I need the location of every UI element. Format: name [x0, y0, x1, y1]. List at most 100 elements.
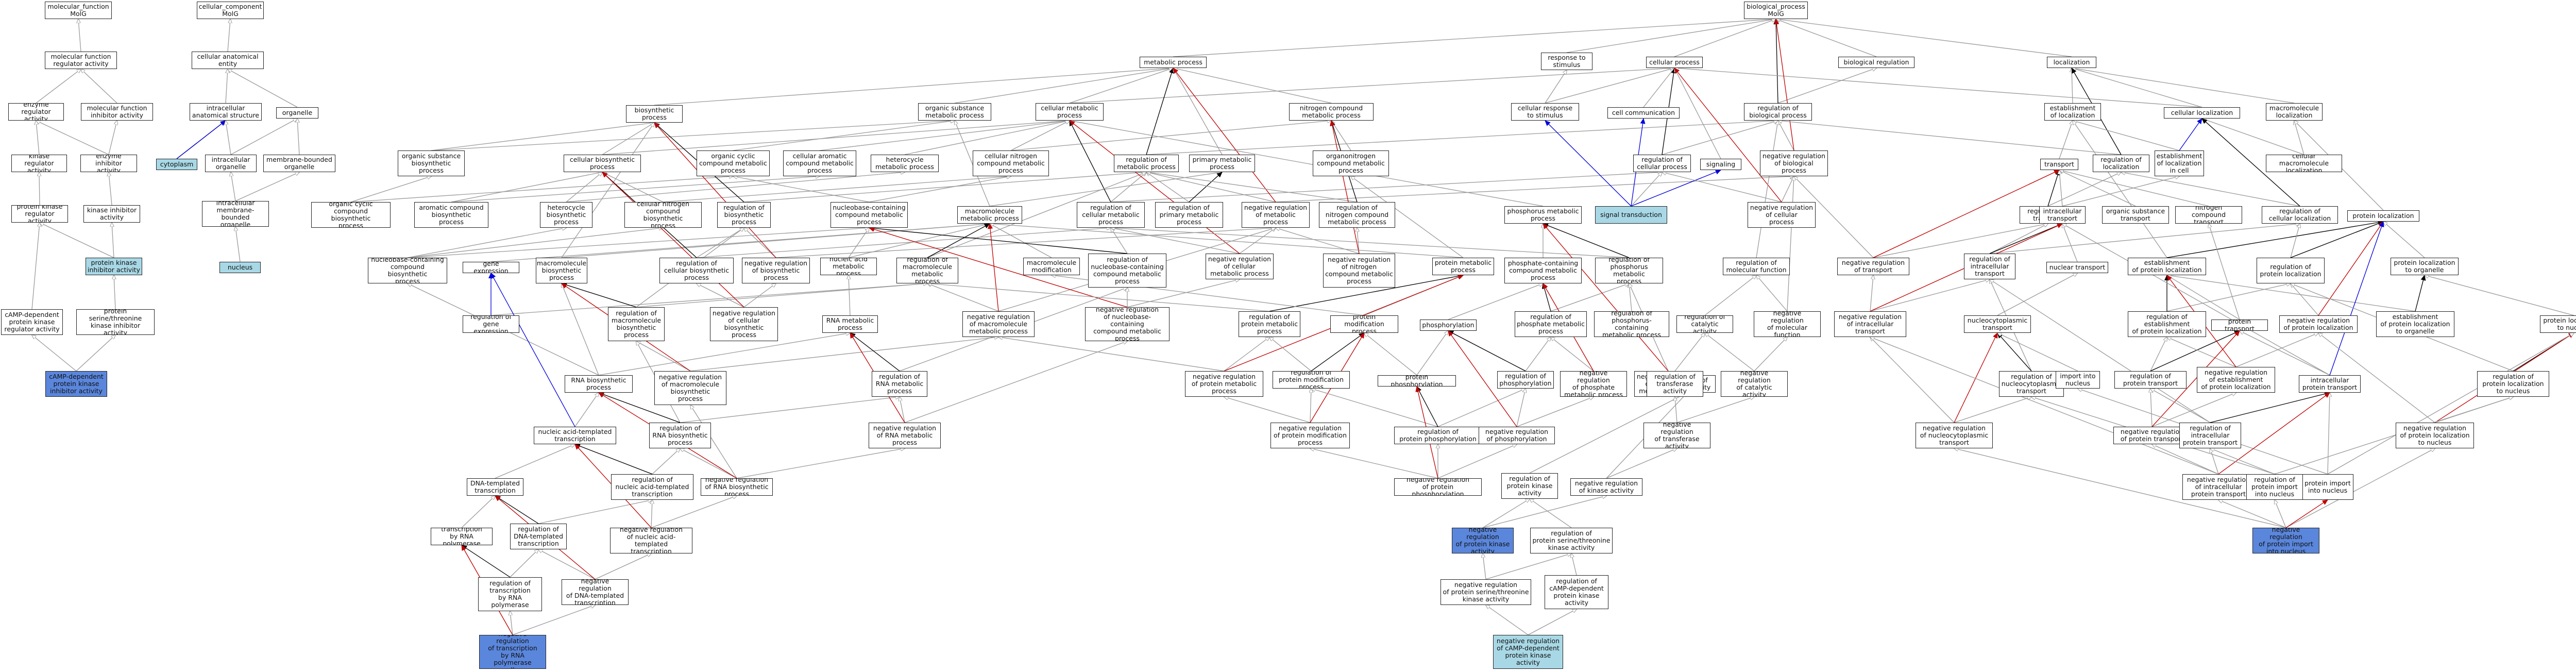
edge-is-a: [512, 605, 595, 635]
edge-is-a: [350, 176, 431, 203]
edge-is-a: [108, 121, 117, 155]
edge-is-a: [690, 405, 737, 479]
edge-is-a: [1794, 176, 1874, 258]
go-term-node: regulation of protein kinase activity: [1501, 473, 1558, 499]
edge-is-a: [990, 224, 1464, 258]
edge-is-a: [2062, 224, 2078, 262]
go-term-node: organic cyclic compound metabolic proces…: [697, 150, 770, 176]
go-term-node: metabolic process: [1140, 57, 1207, 68]
go-term-node: protein localization: [2347, 210, 2419, 222]
edge-is-a: [32, 335, 77, 372]
edge-is-a: [1756, 275, 1788, 312]
edge-is-a: [561, 224, 990, 258]
edge-is-a: [927, 283, 1270, 312]
edge-is-a: [407, 228, 663, 258]
edge-is-a: [654, 68, 1173, 106]
go-term-node: regulation of nucleocytoplasmic transpor…: [1999, 371, 2064, 397]
edge-is-a: [109, 172, 112, 206]
edge-is-a: [1310, 389, 1311, 423]
edge-negative: [1774, 19, 1794, 151]
edge-is-a: [566, 172, 905, 203]
edge-is-a: [1777, 68, 1876, 104]
edge-is-a: [2383, 222, 2425, 258]
go-term-node: negative regulation of phosphate metabol…: [1560, 371, 1627, 397]
edge-is-a: [900, 397, 905, 423]
edge-is-a: [1550, 283, 1629, 312]
edge-is-a: [407, 228, 566, 258]
go-term-node: cytoplasm: [156, 159, 197, 170]
edge-is-a: [1529, 393, 1687, 474]
edge-is-a: [490, 283, 927, 316]
edge-regulates: [1416, 386, 1438, 427]
edge-is-a: [1787, 176, 1794, 312]
edge-is-a: [495, 444, 575, 479]
edge-is-a: [78, 19, 81, 52]
go-term-node: macromolecule localization: [2266, 103, 2323, 121]
edge-regulates: [1146, 68, 1174, 155]
edge-is-a: [297, 119, 300, 155]
edge-is-a: [2294, 121, 2304, 155]
go-term-node: protein localization to nucleus: [2540, 315, 2576, 333]
edge-is-a: [2151, 393, 2236, 427]
edge-is-a: [819, 121, 1070, 151]
edge-is-a: [451, 172, 602, 203]
edge-is-a: [2167, 275, 2240, 320]
edge-is-a: [1551, 337, 1594, 372]
go-term-node: protein phosphorylation: [1378, 375, 1456, 387]
go-term-node: macromolecule biosynthetic process: [536, 258, 587, 283]
edge-negative: [1330, 120, 1360, 254]
edge-is-a: [1528, 609, 1577, 635]
edge-is-a: [1997, 273, 2077, 316]
edge-is-a: [1070, 121, 1544, 207]
edge-is-a: [1997, 333, 2078, 372]
go-term-node: negative regulation of DNA-templated tra…: [562, 579, 629, 605]
edge-is-a: [81, 69, 117, 104]
edge-is-a: [538, 500, 652, 524]
edge-is-a: [849, 275, 850, 316]
edge-is-a: [112, 223, 114, 258]
go-term-node: negative regulation of protein modificat…: [1270, 423, 1350, 448]
go-term-node: negative regulation of intracellular pro…: [2182, 474, 2255, 500]
edge-regulates: [2210, 391, 2330, 423]
edge-part-of: [2415, 275, 2426, 312]
edge-is-a: [235, 172, 299, 201]
go-term-node: negative regulation of protein serine/th…: [1440, 579, 1531, 605]
edge-is-a: [848, 228, 869, 258]
edge-regulates: [2150, 330, 2240, 372]
edge-is-a: [1675, 397, 1677, 423]
go-term-node: cellular aromatic compound metabolic pro…: [783, 150, 856, 176]
go-term-node: cAMP-dependent protein kinase regulator …: [1, 309, 63, 335]
go-term-node: kinase regulator activity: [11, 155, 67, 172]
go-term-node: cellular_component MolG: [197, 2, 264, 19]
edge-is-a: [2152, 444, 2219, 475]
go-term-node: localization: [2047, 57, 2096, 68]
edge-is-a: [1566, 19, 1776, 53]
go-term-node: negative regulation of metabolic process: [1242, 202, 1310, 228]
edge-is-a: [743, 283, 776, 308]
edge-is-a: [39, 172, 40, 206]
edge-regulates: [574, 443, 653, 475]
go-term-node: negative regulation of transferase activ…: [1643, 423, 1710, 448]
edge-is-a: [235, 227, 241, 262]
edge-is-a: [1276, 228, 1360, 254]
edge-is-a: [1437, 389, 1526, 427]
go-term-node: regulation of cellular biosynthetic proc…: [659, 258, 734, 283]
edge-is-a: [2275, 500, 2286, 528]
go-term-node: cellular macromolecule localization: [2266, 155, 2342, 172]
edge-negative: [2151, 330, 2240, 427]
go-term-node: negative regulation of kinase activity: [1570, 478, 1642, 496]
go-term-node: regulation of primary metabolic process: [1155, 202, 1223, 228]
edge-is-a: [598, 333, 850, 376]
edge-is-a: [990, 224, 1052, 258]
go-term-node: establishment of protein localization to…: [2376, 311, 2454, 337]
edge-part-of: [2166, 220, 2384, 258]
edge-is-a: [1110, 172, 1662, 203]
edge-negative: [1873, 170, 2060, 258]
go-term-node: negative regulation of protein import in…: [2252, 528, 2319, 553]
edge-is-a: [1485, 553, 1571, 580]
edge-is-a: [566, 172, 602, 203]
edge-is-a: [562, 283, 599, 376]
go-term-node: intracellular anatomical structure: [190, 103, 262, 121]
edge-is-a: [2327, 333, 2574, 475]
go-term-node: regulation of protein modification proce…: [1273, 371, 1350, 389]
